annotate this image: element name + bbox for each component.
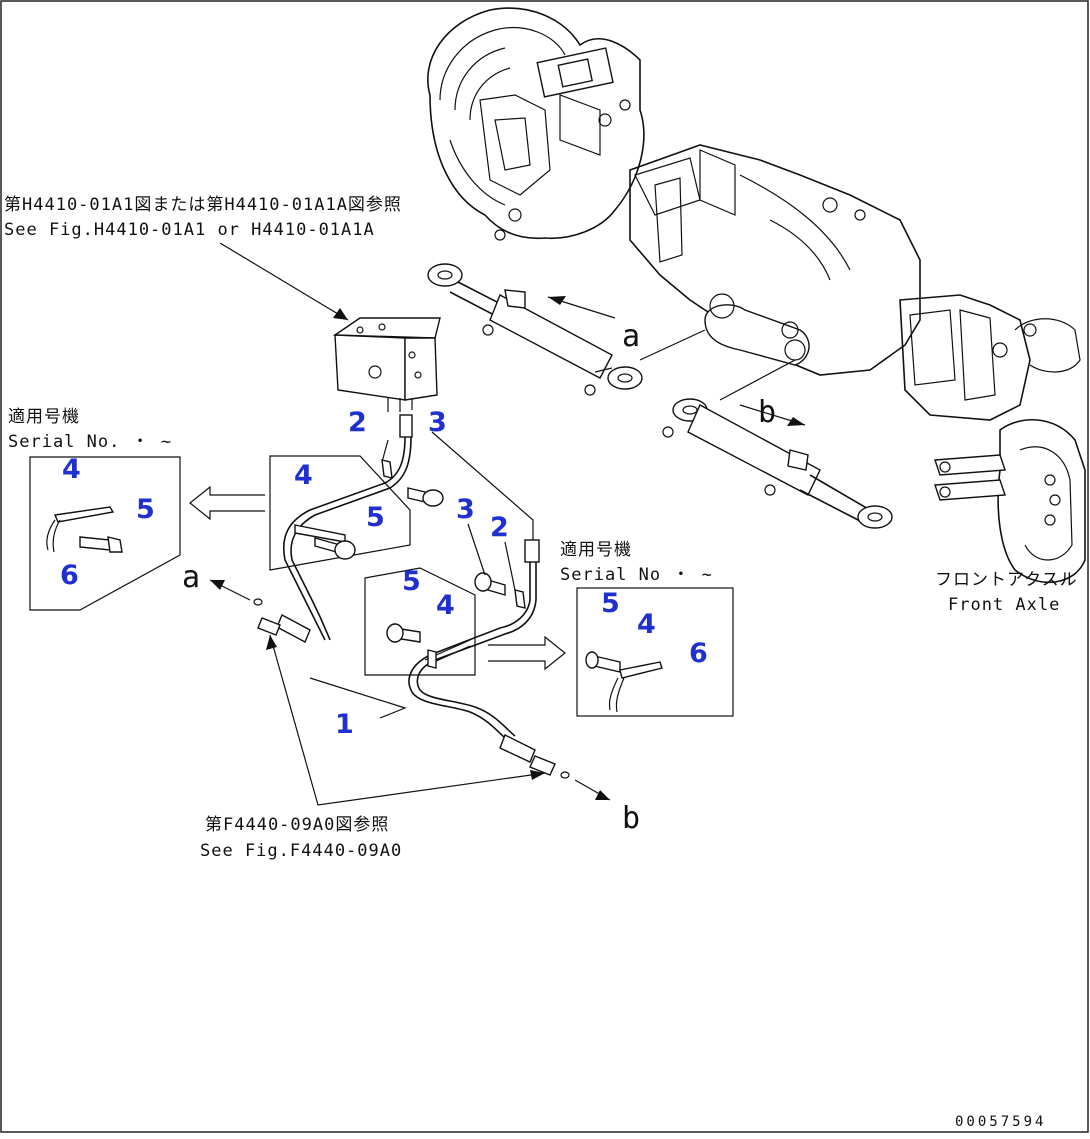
valve-ref-arrow [333,308,348,320]
serial-box-right [576,587,734,717]
axle-label-en: Front Axle [948,595,1060,615]
callout-4-left: 4 [62,454,81,485]
hose-ref-arrow-left [266,635,277,650]
valve-ref-leader [219,242,349,321]
callout-4-right: 4 [637,609,656,640]
valve-block [332,317,441,412]
arrow-b-top-head [787,417,805,426]
arrow-a-left-head [210,580,225,590]
callout-3a: 3 [428,407,447,438]
leader-1 [309,677,407,719]
axle-label-jp: フロントアクスル [935,570,1078,590]
hose-ref-en: See Fig.F4440-09A0 [200,841,402,861]
callout-4-mid: 4 [294,460,313,491]
arrow-a-top-head [548,296,566,305]
leader-a-axle [639,329,706,361]
leader-b-axle [719,359,796,401]
callout-2b: 2 [490,512,509,543]
hollow-arrow-left [189,485,265,521]
callout-5-left: 5 [136,494,155,525]
letter-a-left: a [182,560,200,595]
hose-ref-leader [269,634,546,806]
serial-box-left [29,456,181,611]
letter-b-top: b [758,395,776,430]
steering-cylinder-b [662,398,893,529]
hose-ref-arrow-right [530,770,545,780]
hose-ref-jp: 第F4440-09A0図参照 [205,815,389,835]
callout-5-right: 5 [601,588,620,619]
callout-1: 1 [335,709,354,740]
serial-right-jp: 適用号機 [560,540,632,560]
steering-cylinder-a [427,263,643,396]
serial-left-en: Serial No. ・ ~ [8,432,172,452]
letter-b-bottom: b [622,801,640,836]
serial-right-en: Serial No ・ ~ [560,565,713,585]
inset-box-mid [269,455,411,571]
callout-5-mid: 5 [366,502,385,533]
callout-4-center: 4 [436,590,455,621]
valve-ref-jp: 第H4410-01A1図または第H4410-01A1A図参照 [4,195,402,215]
callout-6-left: 6 [60,560,79,591]
valve-ref-en: See Fig.H4410-01A1 or H4410-01A1A [4,220,375,240]
callout-2a: 2 [348,407,367,438]
inset-box-center [364,567,476,676]
arrow-b-bottom-head [595,790,610,800]
callout-5-center: 5 [402,566,421,597]
hollow-arrow-right [488,635,566,671]
callout-3b: 3 [456,494,475,525]
callout-6-right: 6 [689,638,708,669]
serial-left-jp: 適用号機 [8,407,80,427]
hose-assembly [253,414,570,779]
letter-a-top: a [622,319,640,354]
drawing-code: 00057594 [955,1114,1046,1130]
front-axle-drawing [427,7,1086,584]
